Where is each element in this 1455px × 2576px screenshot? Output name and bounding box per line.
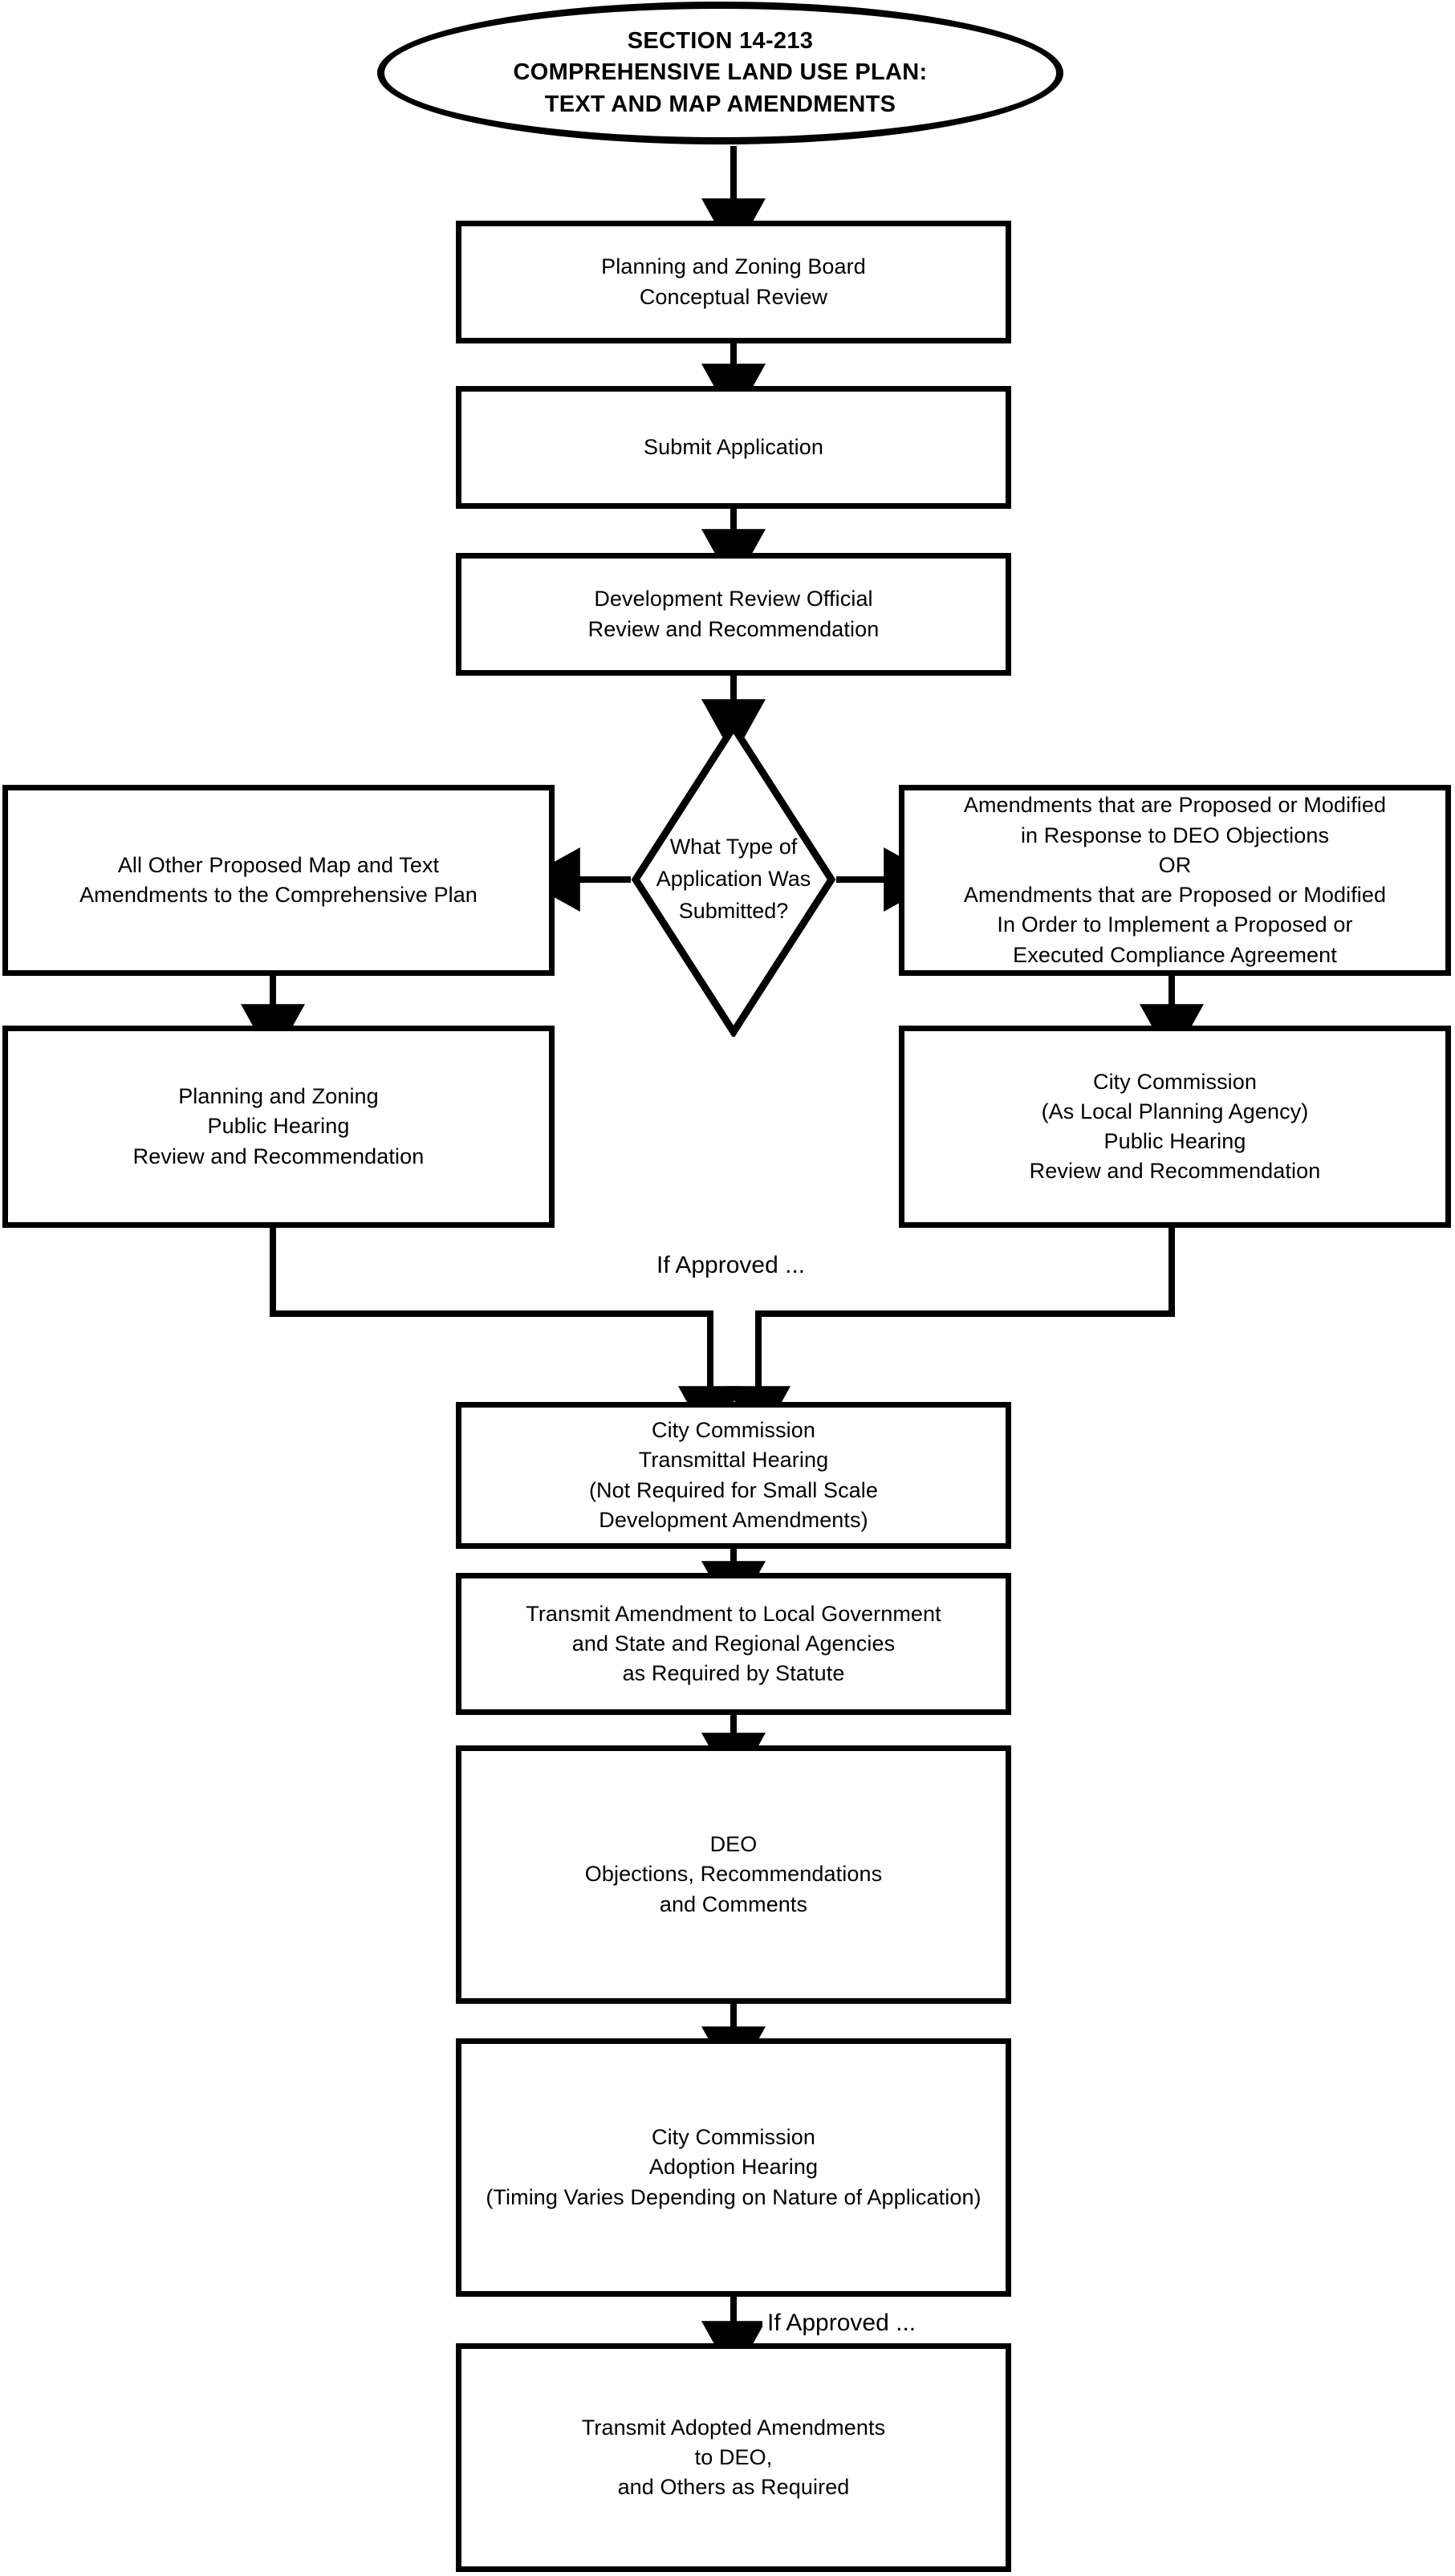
node-decision-application-type: What Type of Application Was Submitted? <box>631 722 836 1037</box>
node-all-other-amendments: All Other Proposed Map and Text Amendmen… <box>2 785 555 976</box>
edge-label-if-approved-merge: If Approved ... <box>652 1252 811 1279</box>
node-conceptual-review-label: Planning and Zoning Board Conceptual Rev… <box>601 254 866 309</box>
node-cc-lpa-public-hearing: City Commission (As Local Planning Agenc… <box>899 1026 1451 1228</box>
node-conceptual-review: Planning and Zoning Board Conceptual Rev… <box>456 221 1011 343</box>
node-development-review-official: Development Review Official Review and R… <box>456 553 1011 676</box>
node-transmit-adopted: Transmit Adopted Amendments to DEO, and … <box>456 2343 1011 2572</box>
node-all-other-amendments-label: All Other Proposed Map and Text Amendmen… <box>79 852 478 907</box>
node-submit-application-label: Submit Application <box>644 434 823 459</box>
node-transmit-adopted-label: Transmit Adopted Amendments to DEO, and … <box>581 2415 886 2500</box>
edge-label-if-approved-adoption: If Approved ... <box>762 2310 921 2337</box>
node-cc-transmittal-hearing: City Commission Transmittal Hearing (Not… <box>456 1402 1011 1549</box>
node-pz-public-hearing: Planning and Zoning Public Hearing Revie… <box>2 1026 555 1228</box>
node-transmit-amendment-label: Transmit Amendment to Local Government a… <box>526 1601 941 1686</box>
diamond-shape <box>631 722 836 1037</box>
node-pz-public-hearing-label: Planning and Zoning Public Hearing Revie… <box>132 1084 425 1168</box>
node-development-review-official-label: Development Review Official Review and R… <box>587 587 880 641</box>
node-cc-adoption-hearing-label: City Commission Adoption Hearing (Timing… <box>486 2125 982 2209</box>
node-cc-transmittal-hearing-label: City Commission Transmittal Hearing (Not… <box>588 1418 879 1532</box>
start-terminator-label: SECTION 14-213 COMPREHENSIVE LAND USE PL… <box>513 28 928 117</box>
node-cc-lpa-public-hearing-label: City Commission (As Local Planning Agenc… <box>1029 1069 1321 1184</box>
node-submit-application: Submit Application <box>456 386 1011 509</box>
node-decision-application-type-label: What Type of Application Was Submitted? <box>656 835 811 923</box>
start-terminator: SECTION 14-213 COMPREHENSIVE LAND USE PL… <box>377 2 1063 144</box>
node-deo-orc: DEO Objections, Recommendations and Comm… <box>456 1745 1011 2004</box>
node-cc-adoption-hearing: City Commission Adoption Hearing (Timing… <box>456 2038 1011 2297</box>
node-transmit-amendment: Transmit Amendment to Local Government a… <box>456 1573 1011 1715</box>
node-deo-objection-amendments-label: Amendments that are Proposed or Modified… <box>963 793 1387 967</box>
node-deo-objection-amendments: Amendments that are Proposed or Modified… <box>899 785 1451 976</box>
node-deo-orc-label: DEO Objections, Recommendations and Comm… <box>584 1832 883 1916</box>
